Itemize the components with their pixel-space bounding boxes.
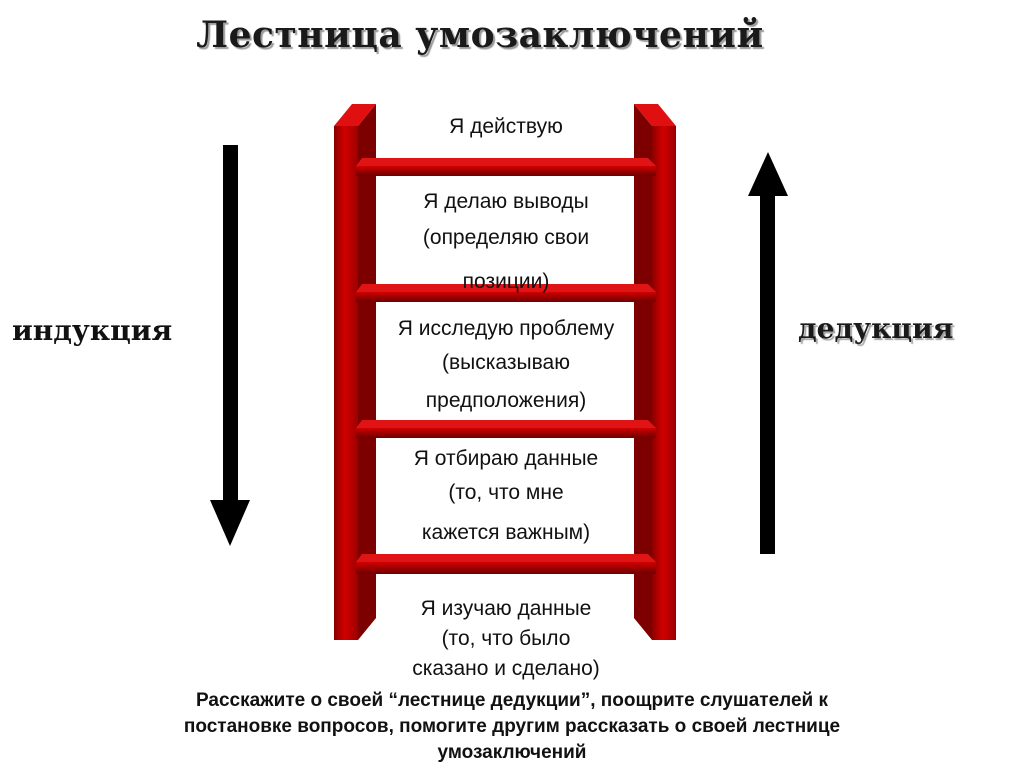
ladder-right-rail — [634, 104, 676, 640]
ladder-rung — [356, 284, 656, 302]
step-line: Я изучаю данные — [420, 597, 592, 620]
footer-line: Расскажите о своей “лестнице дедукции”, … — [195, 690, 829, 711]
step-line: Я отбираю данные — [413, 447, 599, 470]
ladder-step-conclusions: Я делаю выводы (определяю свои позиции) — [372, 184, 640, 300]
ladder-step-research: Я исследую проблему (высказываю предполо… — [372, 312, 640, 418]
step-line: Я исследую проблему — [397, 317, 615, 340]
page-title: Лестница умозаключений — [196, 14, 764, 56]
arrow-down-icon — [210, 145, 250, 546]
ladder-step-study: Я изучаю данные (то, что было сказано и … — [372, 594, 640, 684]
ladder-rung — [356, 158, 656, 176]
ladder-rung — [356, 420, 656, 438]
ladder-step-select: Я отбираю данные (то, что мне кажется ва… — [372, 442, 640, 550]
induction-label: индукция — [12, 314, 173, 347]
ladder-left-rail — [334, 104, 376, 640]
step-line: позиции) — [462, 270, 550, 293]
step-line: сказано и сделано) — [412, 657, 600, 680]
step-line: Я действую — [449, 115, 563, 138]
footer-line: постановке вопросов, помогите другим рас… — [183, 716, 841, 737]
deduction-label: дедукция — [798, 312, 954, 345]
ladder-rung — [356, 554, 656, 574]
footer-instruction: Расскажите о своей “лестнице дедукции”, … — [100, 688, 924, 766]
step-line: (то, что мне — [448, 481, 564, 504]
step-line: (определяю свои — [422, 226, 590, 249]
ladder-step-act: Я действую — [372, 110, 640, 144]
step-line: (то, что было — [441, 627, 571, 650]
footer-line: умозаключений — [437, 742, 587, 763]
step-line: кажется важным) — [421, 521, 591, 544]
step-line: (высказываю — [442, 351, 570, 374]
step-line: Я делаю выводы — [423, 190, 589, 213]
arrow-up-icon — [748, 152, 788, 554]
step-line: предположения) — [425, 389, 587, 412]
